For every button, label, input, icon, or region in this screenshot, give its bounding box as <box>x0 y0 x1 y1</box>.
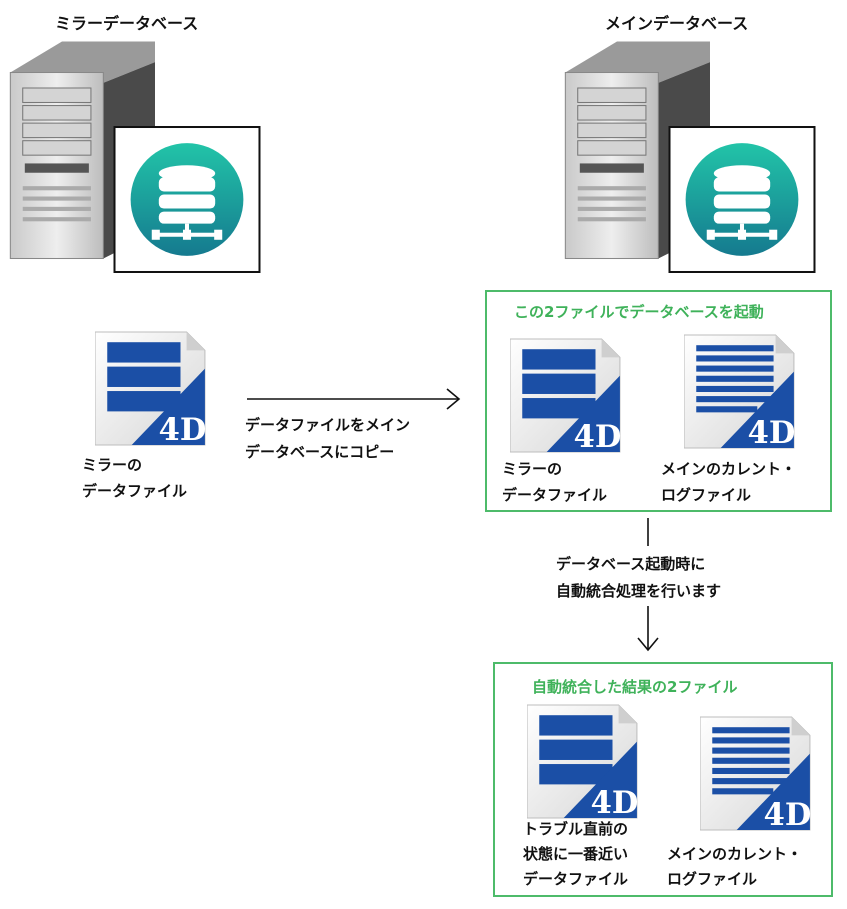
result-data-file-label-line3: データファイル <box>523 870 629 888</box>
mirror-db-title: ミラーデータベース <box>55 14 199 33</box>
mirror-database-icon <box>112 126 262 273</box>
startup-log-file-label-line2: ログファイル <box>661 486 752 504</box>
startup-data-file-label-line2: データファイル <box>502 486 608 504</box>
startup-log-file-label-line1: メインのカレント・ <box>661 460 797 478</box>
merged-result-box <box>493 662 833 897</box>
result-data-file-label-line2: 状態に一番近い <box>523 845 629 863</box>
startup-data-file-icon <box>510 337 622 454</box>
result-box-title: 自動統合した結果の2ファイル <box>532 678 738 696</box>
copy-label-line1: データファイルをメイン <box>245 416 411 434</box>
result-log-file-label-line1: メインのカレント・ <box>667 845 803 863</box>
copy-label-line2: データベースにコピー <box>245 443 395 461</box>
result-log-file-icon <box>700 715 812 832</box>
startup-data-file-label-line1: ミラーの <box>502 460 563 478</box>
result-data-file-icon <box>527 703 639 820</box>
merge-step-label-line1: データベース起動時に <box>556 555 706 573</box>
merge-step-label-line2: 自動統合処理を行います <box>556 582 722 600</box>
main-db-title: メインデータベース <box>605 14 749 33</box>
main-database-icon <box>667 126 817 273</box>
startup-box-title: この2ファイルでデータベースを起動 <box>514 303 764 321</box>
startup-files-box <box>485 290 832 512</box>
result-data-file-label-line1: トラブル直前の <box>523 820 629 838</box>
result-log-file-label-line2: ログファイル <box>667 870 758 888</box>
startup-log-file-icon <box>684 333 796 450</box>
copy-arrow <box>247 388 461 410</box>
mirror-data-file-label-line2: データファイル <box>82 482 188 500</box>
mirror-data-file-label-line1: ミラーの <box>82 456 143 474</box>
merge-down-arrow <box>637 606 659 652</box>
mirror-data-file-icon <box>95 330 207 447</box>
merge-connector-line <box>647 518 649 546</box>
